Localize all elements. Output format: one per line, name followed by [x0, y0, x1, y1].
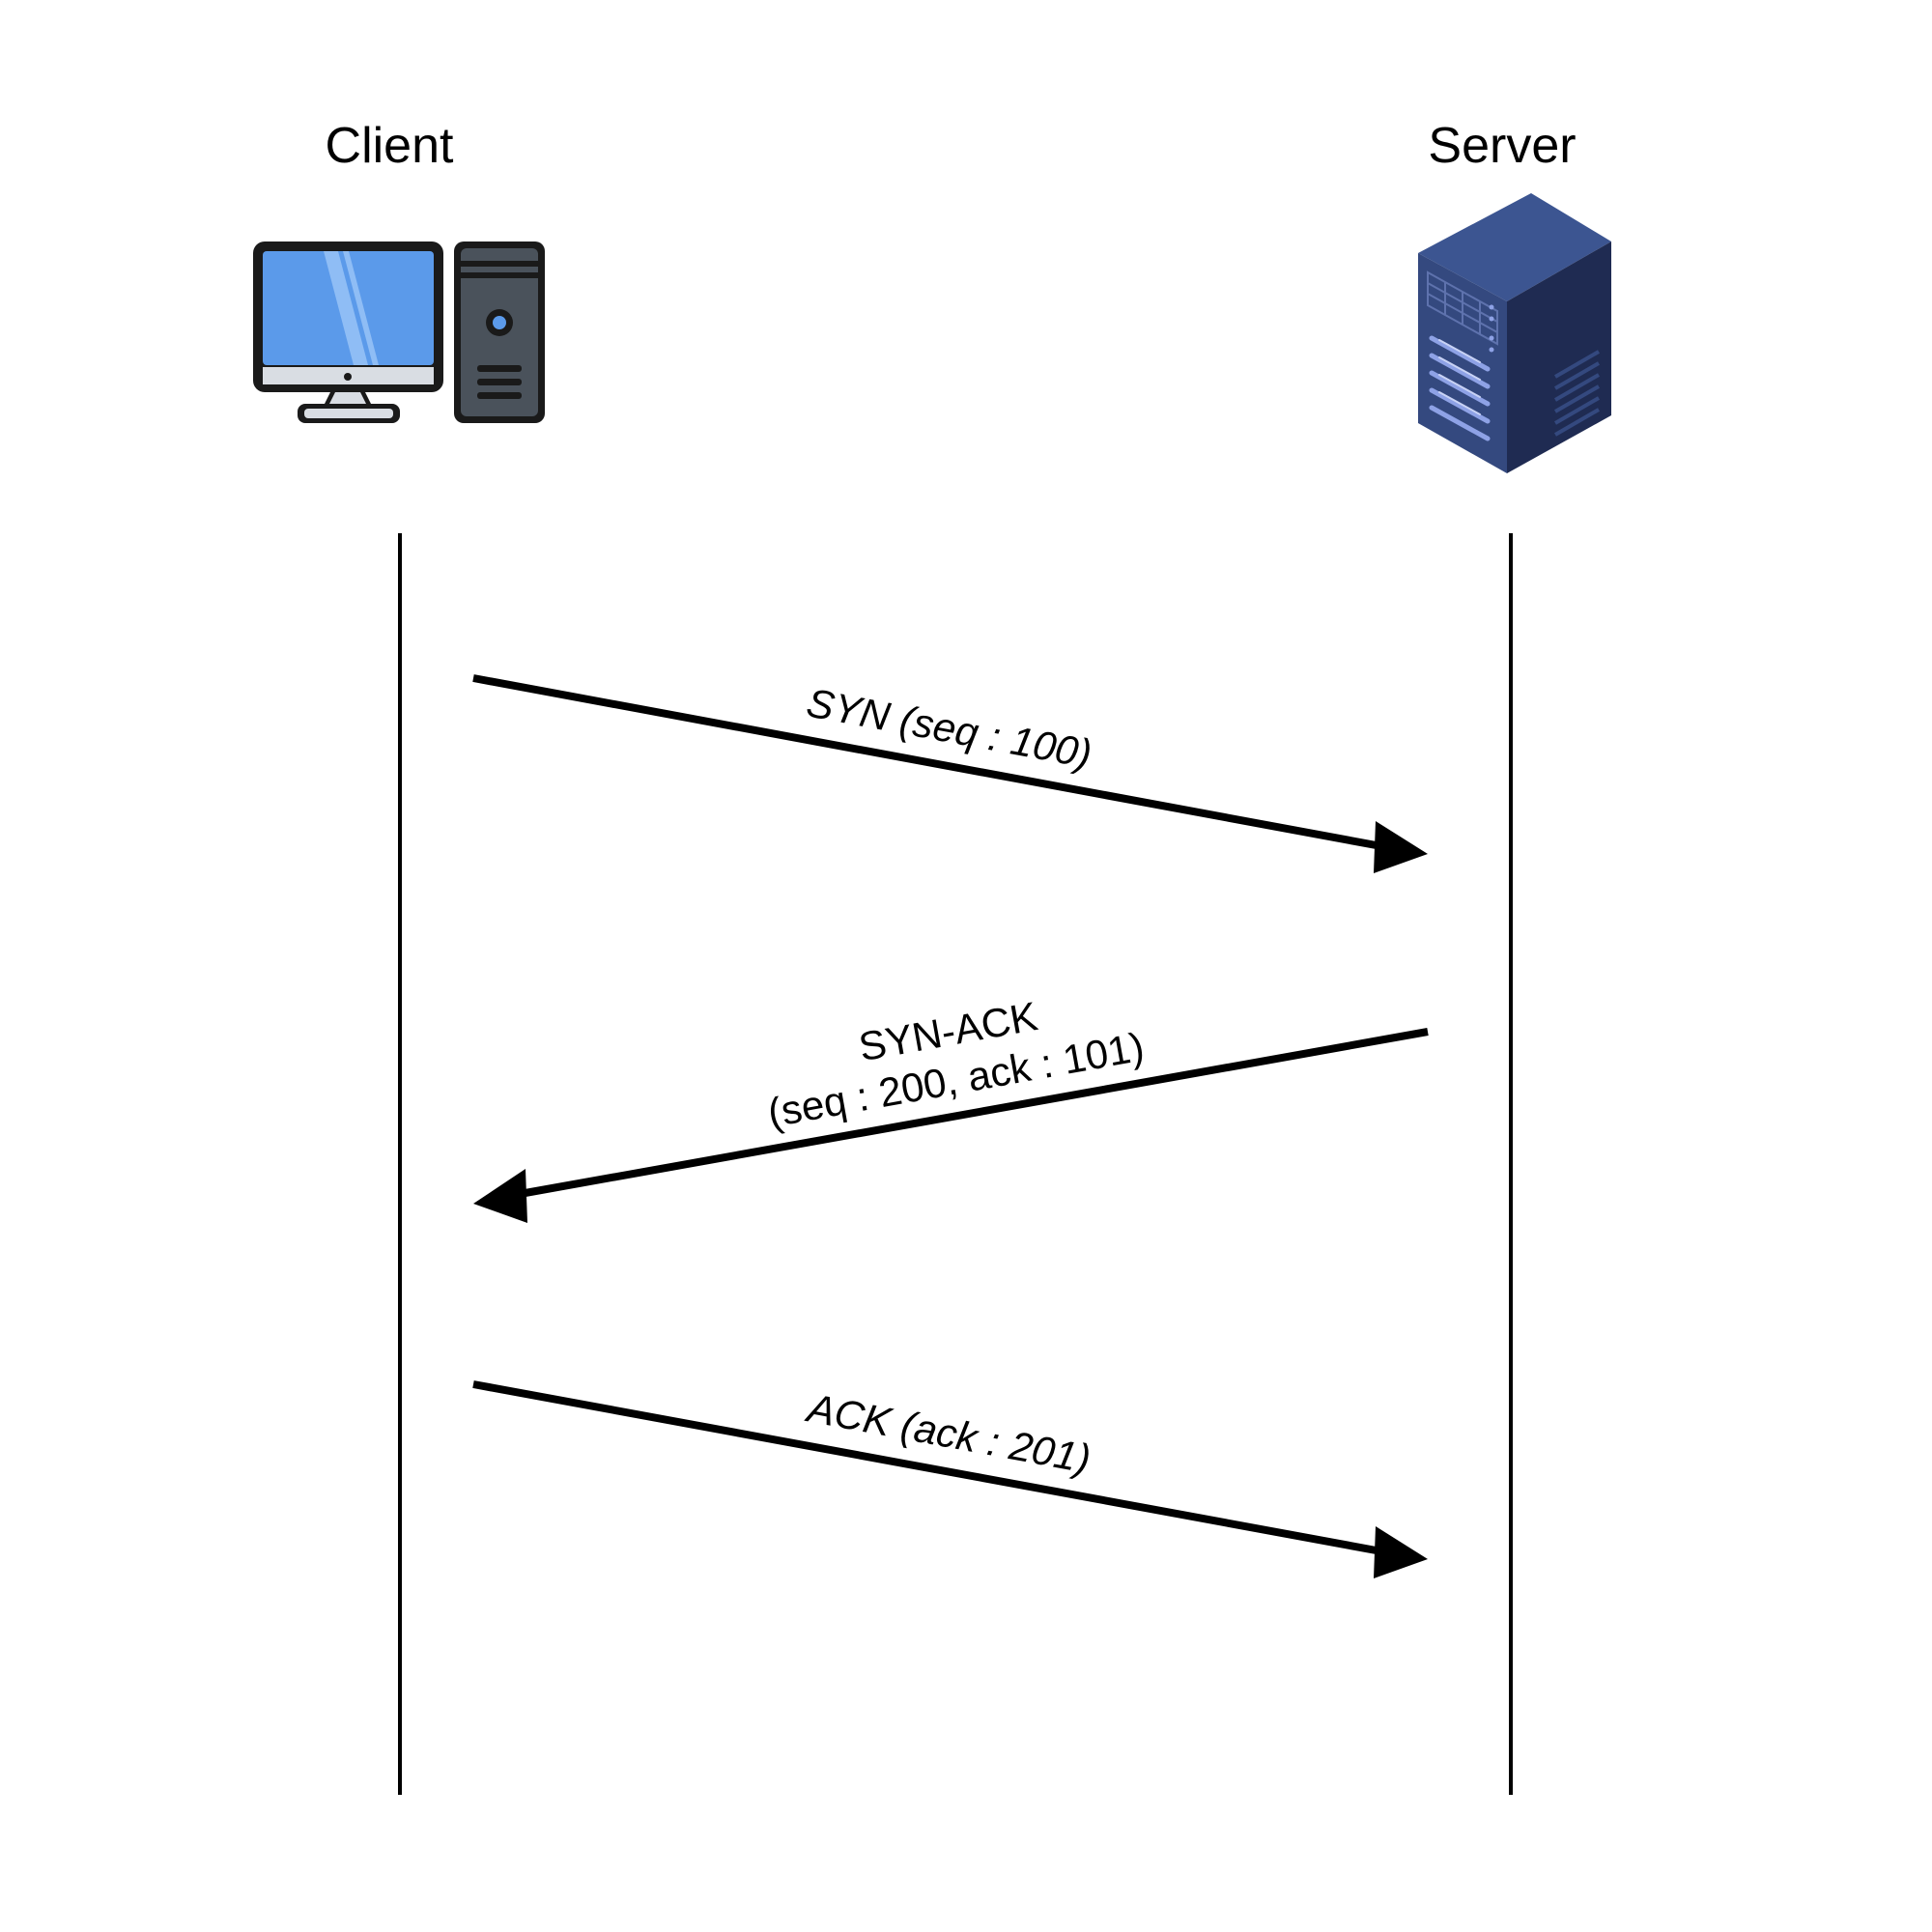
server-label: Server [1428, 118, 1576, 174]
syn-ack-arrowhead [473, 1169, 527, 1223]
client-label: Client [326, 118, 454, 174]
server-rack-icon [1418, 193, 1611, 473]
ack-arrowhead [1374, 1526, 1428, 1578]
ack-message: ACK (ack : 201) [472, 1380, 1428, 1578]
ack-label: ACK (ack : 201) [802, 1384, 1094, 1482]
syn-ack-arrow-line [519, 1028, 1429, 1198]
syn-ack-message: SYN-ACK (seq : 200, ack : 101) [473, 993, 1429, 1223]
desktop-computer-icon [253, 242, 545, 423]
ack-arrow-line [472, 1380, 1382, 1555]
syn-arrow-line [472, 674, 1382, 850]
syn-arrowhead [1374, 821, 1428, 873]
syn-message: SYN (seq : 100) [472, 674, 1428, 873]
syn-label: SYN (seq : 100) [803, 679, 1094, 777]
